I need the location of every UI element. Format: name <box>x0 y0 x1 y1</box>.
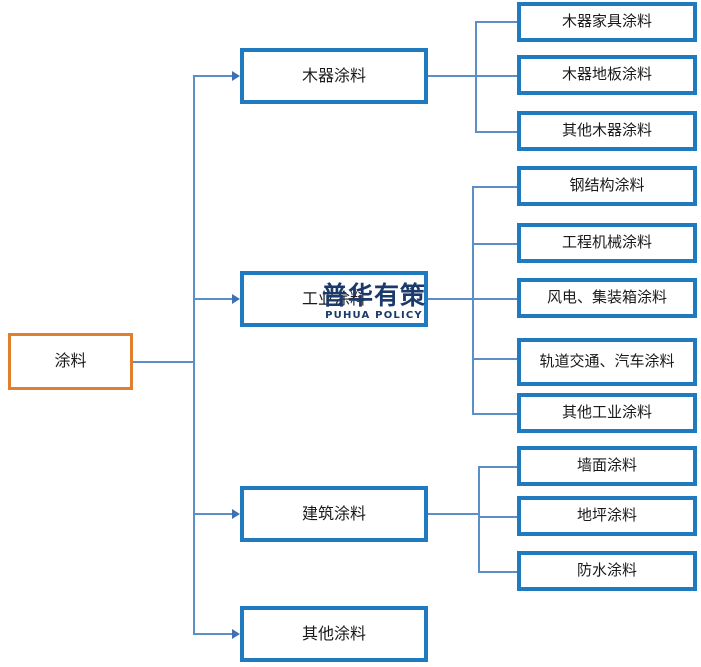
connector-trunk-to-branch-2 <box>193 298 238 300</box>
connector-trunk-to-branch-1 <box>193 75 238 77</box>
node-branch-2-label: 工业涂料 <box>301 288 366 308</box>
node-leaf-steel-structure-coating[interactable]: 钢结构涂料 <box>517 166 697 206</box>
connector-branch2-child-4 <box>472 358 517 360</box>
node-root-label: 涂料 <box>54 351 87 371</box>
node-leaf-wall-coating[interactable]: 墙面涂料 <box>517 446 697 486</box>
connector-branch1-child-2 <box>475 75 517 77</box>
connector-branch1-child-1 <box>475 21 517 23</box>
node-leaf-other-wood-coating[interactable]: 其他木器涂料 <box>517 111 697 151</box>
node-leaf-1-2-label: 木器地板涂料 <box>561 65 652 84</box>
node-branch-architectural-coatings[interactable]: 建筑涂料 <box>240 486 428 542</box>
connector-branch2-child-2 <box>472 243 517 245</box>
node-leaf-construction-machinery-coating[interactable]: 工程机械涂料 <box>517 223 697 263</box>
node-leaf-3-3-label: 防水涂料 <box>576 561 637 580</box>
connector-branch2-stem <box>427 298 473 300</box>
connector-branch2-child-1 <box>472 186 517 188</box>
connector-main-trunk <box>193 75 195 634</box>
arrow-branch-4 <box>232 629 240 639</box>
node-branch-4-label: 其他涂料 <box>301 623 366 643</box>
node-leaf-rail-transit-automotive-coating[interactable]: 轨道交通、汽车涂料 <box>517 338 697 386</box>
connector-branch3-child-1 <box>478 466 517 468</box>
connector-branch1-child-3 <box>475 131 517 133</box>
node-leaf-floor-coating[interactable]: 地坪涂料 <box>517 496 697 536</box>
connector-branch3-child-2 <box>478 516 517 518</box>
connector-trunk-to-branch-4 <box>193 633 238 635</box>
connector-branch3-stem <box>427 513 479 515</box>
node-branch-1-label: 木器涂料 <box>301 65 366 85</box>
node-leaf-other-industrial-coating[interactable]: 其他工业涂料 <box>517 393 697 433</box>
node-root-coatings[interactable]: 涂料 <box>8 333 133 390</box>
node-leaf-2-5-label: 其他工业涂料 <box>561 403 652 422</box>
node-branch-other-coatings[interactable]: 其他涂料 <box>240 606 428 662</box>
node-leaf-3-1-label: 墙面涂料 <box>576 456 637 475</box>
arrow-branch-2 <box>232 294 240 304</box>
node-branch-wood-coatings[interactable]: 木器涂料 <box>240 48 428 104</box>
node-leaf-wood-furniture-coating[interactable]: 木器家具涂料 <box>517 2 697 42</box>
connector-branch3-spine <box>478 466 480 572</box>
node-branch-industrial-coatings[interactable]: 工业涂料 <box>240 271 428 327</box>
node-branch-3-label: 建筑涂料 <box>301 503 366 523</box>
node-leaf-2-1-label: 钢结构涂料 <box>569 176 645 195</box>
arrow-branch-1 <box>232 71 240 81</box>
node-leaf-wind-power-container-coating[interactable]: 风电、集装箱涂料 <box>517 278 697 318</box>
arrow-branch-3 <box>232 509 240 519</box>
connector-branch3-child-3 <box>478 571 517 573</box>
node-leaf-2-2-label: 工程机械涂料 <box>561 233 652 252</box>
node-leaf-1-1-label: 木器家具涂料 <box>561 12 652 31</box>
node-leaf-3-2-label: 地坪涂料 <box>576 506 637 525</box>
connector-branch2-child-3 <box>472 298 517 300</box>
node-leaf-1-3-label: 其他木器涂料 <box>561 121 652 140</box>
node-leaf-wood-floor-coating[interactable]: 木器地板涂料 <box>517 55 697 95</box>
node-leaf-2-3-label: 风电、集装箱涂料 <box>546 288 667 307</box>
node-leaf-2-4-label: 轨道交通、汽车涂料 <box>539 352 675 371</box>
connector-trunk-to-branch-3 <box>193 513 238 515</box>
node-leaf-waterproof-coating[interactable]: 防水涂料 <box>517 551 697 591</box>
connector-branch2-child-5 <box>472 413 517 415</box>
connector-root-to-trunk <box>133 361 194 363</box>
connector-branch1-stem <box>427 75 476 77</box>
